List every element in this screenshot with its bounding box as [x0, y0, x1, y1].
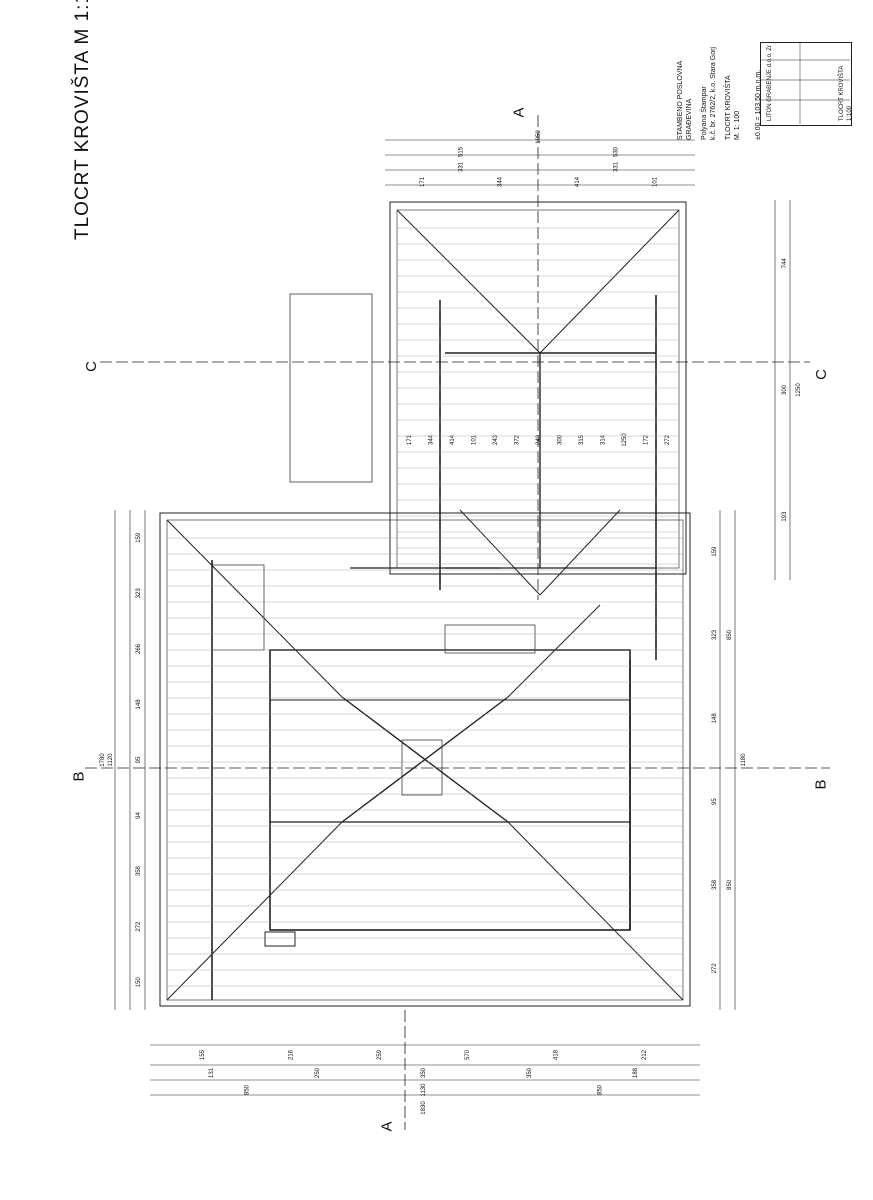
valley-line [539, 509, 621, 596]
dimension-label: 300 [782, 384, 788, 395]
dimension-label: 358 [136, 865, 142, 876]
dimension-label: 850 [727, 879, 733, 890]
dimension-label: 101 [471, 434, 477, 445]
hip-line [507, 821, 684, 1001]
valley-line [459, 509, 541, 596]
dimension-label: 315 [579, 434, 585, 445]
dimension-label: 243 [493, 434, 499, 445]
dimension-label: 150 [136, 977, 142, 988]
dimension-label: 350 [421, 1067, 427, 1078]
dimension-label: 272 [665, 434, 671, 445]
dimension-label: 259 [377, 1049, 383, 1060]
dimension-label: 95 [712, 798, 718, 805]
hip-line [539, 209, 680, 354]
dimension-label: 314 [601, 434, 607, 445]
hip-line [166, 519, 343, 698]
dimension-label: 216 [289, 1049, 295, 1060]
dimension-label: 344 [428, 434, 434, 445]
dimension-label: 101 [652, 176, 658, 187]
dimension-label: 131 [209, 1067, 215, 1078]
dimension-label: 515 [459, 146, 465, 157]
dimension-label: 850 [598, 1084, 604, 1095]
dimension-label: 171 [420, 176, 426, 187]
dimension-label: 193 [782, 511, 788, 522]
dimension-label: 188 [633, 1067, 639, 1078]
hip-line [507, 604, 601, 698]
dimension-label: 350 [527, 1067, 533, 1078]
dimension-label: 418 [554, 1049, 560, 1060]
dimension-label: 159 [712, 546, 718, 557]
dimension-label: 744 [782, 258, 788, 269]
dimension-label: 1130 [421, 1083, 427, 1097]
dimension-label: 1250 [622, 433, 628, 447]
dimension-label: 159 [136, 532, 142, 543]
hip-line [396, 209, 541, 354]
dimension-label: 530 [614, 146, 620, 157]
dimension-label: 344 [497, 176, 503, 187]
dimension-label: 1180 [741, 753, 747, 767]
title-block: LITON GRAĐENJE d.o.o. Zr TLOCRT KROVIŠTA… [760, 42, 853, 126]
dimension-label: 94 [136, 812, 142, 819]
dimension-label: 172 [644, 434, 650, 445]
terrace-outline [289, 293, 373, 483]
dimension-label: 266 [136, 643, 142, 654]
dimension-label: 358 [712, 879, 718, 890]
dimension-label: 1830 [421, 1101, 427, 1115]
dimension-label: 148 [136, 699, 142, 710]
dimension-label: 1050 [536, 130, 542, 144]
dimension-label: 323 [712, 629, 718, 640]
dimension-label: 300 [558, 434, 564, 445]
dimension-label: 95 [136, 756, 142, 763]
dimension-label: 212 [642, 1049, 648, 1060]
dimension-label: 171 [407, 434, 413, 445]
dimension-label: 414 [450, 434, 456, 445]
dimension-label: 414 [575, 176, 581, 187]
dimension-label: 155 [200, 1049, 206, 1060]
dimension-label: 372 [514, 434, 520, 445]
dimension-label: 243 [536, 434, 542, 445]
dimension-label: 570 [465, 1049, 471, 1060]
dimension-label: 331 [614, 161, 620, 172]
main-body-outline [159, 512, 691, 1007]
dimension-label: 272 [712, 963, 718, 974]
dimension-label: 1250 [796, 383, 802, 397]
hip-line [166, 821, 343, 1001]
dimension-label: 331 [459, 161, 465, 172]
dimension-label: 250 [315, 1067, 321, 1078]
dimension-label: 323 [136, 588, 142, 599]
dimension-label: 1780 [100, 753, 106, 767]
dimension-label: 148 [712, 713, 718, 724]
dimension-label: 850 [727, 629, 733, 640]
dimension-label: 272 [136, 921, 142, 932]
dimension-label: 850 [244, 1084, 250, 1095]
ridge-line [341, 696, 509, 823]
dimension-label: 1120 [108, 753, 114, 767]
